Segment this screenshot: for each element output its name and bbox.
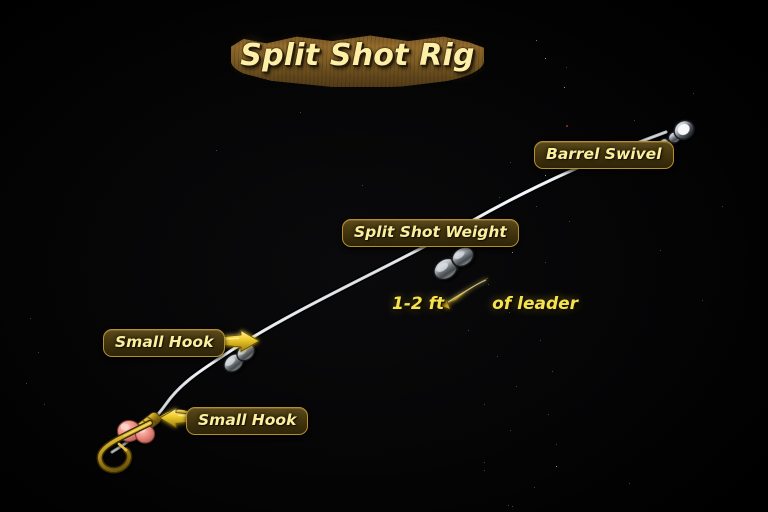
background-speck (545, 175, 547, 177)
callout-small-hook-lower[interactable]: Small Hook (186, 407, 309, 435)
background-speck (545, 58, 547, 60)
background-speck (516, 386, 518, 388)
title-label: Split Shot Rig (240, 38, 475, 73)
background-speck (536, 206, 538, 208)
title-plank (231, 35, 484, 87)
background-speck (722, 206, 724, 208)
split-shot-weight-hardware (433, 246, 475, 281)
background-speck (548, 414, 550, 416)
background-speck (38, 352, 40, 354)
background-speck (556, 466, 558, 468)
background-speck (26, 383, 28, 385)
background-speck (566, 125, 568, 127)
callout-small-hook-upper[interactable]: Small Hook (103, 329, 226, 357)
background-speck (510, 162, 512, 164)
background-speck (556, 444, 558, 446)
leader-note-before: 1-2 ft (392, 294, 445, 314)
background-speck (564, 87, 566, 89)
background-speck (484, 470, 486, 472)
background-speck (569, 221, 571, 223)
background-speck (30, 318, 32, 320)
title-plank-grain (231, 35, 484, 87)
background-speck (508, 505, 510, 507)
background-speck (300, 112, 302, 114)
leader-length-note: 1-2 ft of leader (392, 294, 578, 314)
background-speck (216, 150, 218, 152)
background-speck (497, 356, 499, 358)
background-speck (512, 506, 514, 508)
callout-label-barrel-swivel: Barrel Swivel (534, 141, 674, 169)
background-speck (660, 250, 662, 252)
crimp-sleeve-hardware (223, 343, 256, 373)
background-speck (566, 67, 568, 69)
background-speck (634, 120, 636, 122)
leader-note-after: of leader (492, 294, 579, 314)
callout-label-split-shot-weight: Split Shot Weight (342, 219, 519, 247)
callout-label-small-hook-lower: Small Hook (186, 407, 309, 435)
background-speck (44, 404, 46, 406)
background-speck (536, 40, 538, 42)
background-speck (484, 462, 486, 464)
background-speck (468, 330, 470, 332)
background-speck (534, 487, 536, 489)
background-speck (693, 93, 695, 95)
background-speck (552, 371, 554, 373)
background-speck (702, 300, 704, 302)
background-speck (629, 483, 631, 485)
page-title: Split Shot Rig (231, 31, 484, 87)
background-speck (484, 404, 486, 406)
background-speck (512, 252, 514, 254)
small-hook-hardware (96, 409, 192, 474)
background-speck (488, 284, 490, 286)
callout-split-shot-weight[interactable]: Split Shot Weight (342, 219, 519, 247)
background-speck (510, 430, 512, 432)
background-speck (545, 262, 547, 264)
background-speck (362, 185, 364, 187)
callout-barrel-swivel[interactable]: Barrel Swivel (534, 141, 674, 169)
callout-label-small-hook-upper: Small Hook (103, 329, 226, 357)
background-speck (540, 340, 542, 342)
background-speck (499, 197, 501, 199)
fishing-line (108, 128, 670, 456)
